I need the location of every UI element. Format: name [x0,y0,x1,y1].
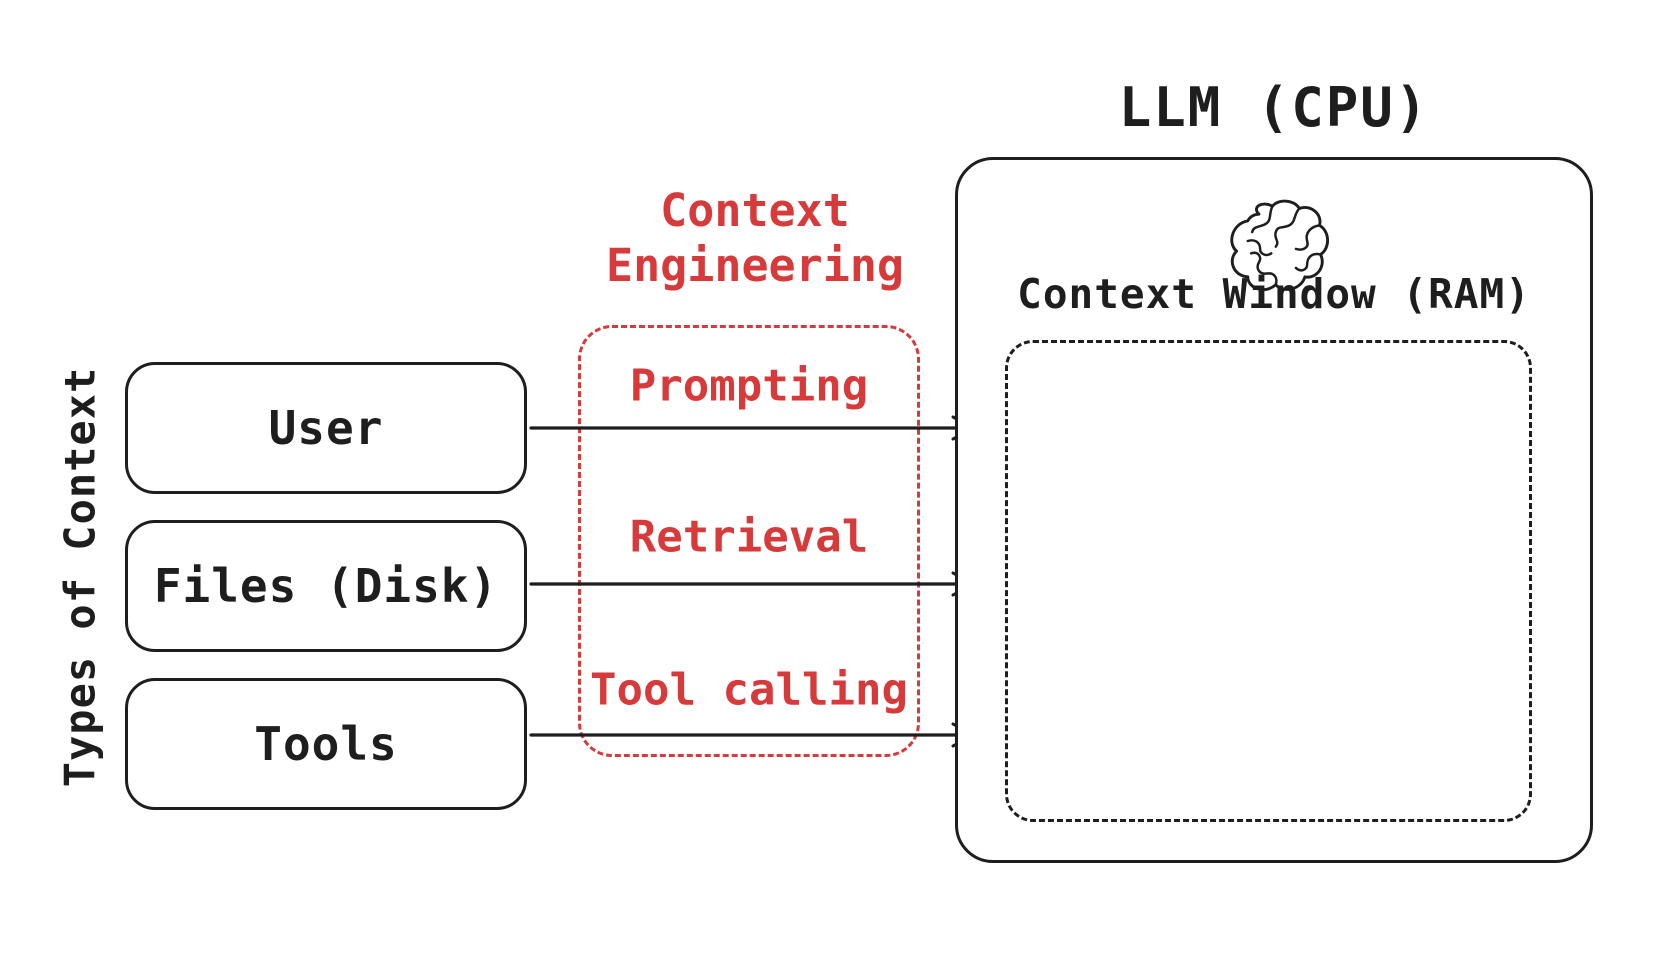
files-disk-box: Files (Disk) [125,520,527,652]
context-window-label: Context Window (RAM) [1017,270,1531,318]
context-engineering-title-line1: Context [660,184,850,237]
context-engineering-title-line2: Engineering [605,238,904,292]
llm-cpu-title: LLM (CPU) [1118,76,1430,139]
user-box-label: User [268,401,384,455]
step-label-tool-calling: Tool calling [590,664,908,716]
step-label-retrieval: Retrieval [629,511,869,563]
files-disk-box-label: Files (Disk) [153,559,499,613]
brain-icon [1230,199,1330,292]
types-of-context-label: Types of Context [55,366,105,788]
tools-box: Tools [125,678,527,810]
tools-box-label: Tools [254,717,398,771]
context-window-dashed-box [1005,340,1532,822]
step-label-prompting: Prompting [629,360,869,412]
context-engineering-title: Context Engineering [560,184,950,294]
context-engineering-dashed-box [578,325,920,757]
user-box: User [125,362,527,494]
